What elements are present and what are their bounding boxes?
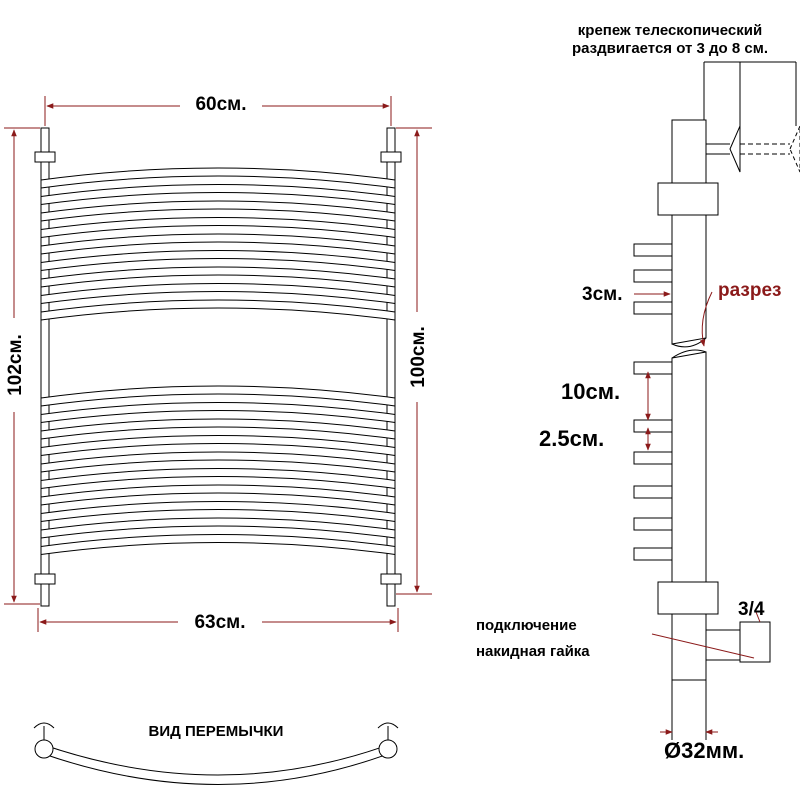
side-rung-7 (633, 485, 673, 499)
right-bottom-fitting (380, 573, 402, 585)
bracket-cone (729, 125, 741, 173)
rung-17 (40, 501, 396, 523)
dim-right-label: 100см. (408, 326, 429, 388)
side-rung-4 (633, 361, 673, 375)
left-post (40, 127, 50, 607)
side-rung-5 (633, 419, 673, 433)
side-rung-8 (633, 517, 673, 531)
jumper-right-hook (377, 722, 399, 729)
telescopic-label-1: крепеж телескопический (578, 22, 762, 39)
dim-diameter-label: Ø32мм. (664, 738, 744, 763)
dim-10cm-label: 10см. (561, 379, 620, 404)
rung-5 (40, 233, 396, 255)
section-arrow (699, 291, 713, 347)
jumper-view: ВИД ПЕРЕМЫЧКИ (33, 722, 399, 785)
side-rung-1 (633, 243, 673, 257)
thread-label: 3/4 (738, 599, 765, 620)
clamp-top (657, 182, 719, 216)
rung-19 (40, 534, 396, 556)
left-top-fitting (34, 151, 56, 163)
dim-bottom-label: 63см. (194, 612, 245, 633)
pipe-upper (671, 119, 707, 345)
jumper-right-fitting (378, 739, 398, 759)
dim-25cm-label: 2.5см. (539, 426, 604, 451)
dim-top-label: 60см. (195, 94, 246, 115)
rung-16 (40, 484, 396, 506)
jumper-label: ВИД ПЕРЕМЫЧКИ (149, 723, 284, 740)
rung-7 (40, 266, 396, 288)
thread-leader (755, 611, 761, 623)
connection-label-2: накидная гайка (476, 643, 590, 660)
rung-8 (40, 283, 396, 305)
rung-11 (40, 402, 396, 424)
rung-12 (40, 418, 396, 440)
bracket-cone-extended (789, 125, 800, 173)
dim-3cm-label: 3см. (582, 284, 622, 305)
front-view: 60см. 63см. 102см. 100см. (4, 94, 432, 633)
rung-6 (40, 250, 396, 272)
connection-leader (651, 633, 755, 659)
rung-9 (40, 299, 396, 321)
jumper-left-fitting (34, 739, 54, 759)
rung-3 (40, 200, 396, 222)
rung-4 (40, 217, 396, 239)
rung-10 (40, 385, 396, 407)
jumper-arc-outer (43, 744, 389, 776)
side-view: крепеж телескопический раздвигается от 3… (476, 22, 800, 763)
section-label: разрез (718, 280, 781, 301)
telescopic-label-2: раздвигается от 3 до 8 см. (572, 40, 768, 57)
rung-2 (40, 184, 396, 206)
right-top-fitting (380, 151, 402, 163)
side-rung-6 (633, 451, 673, 465)
side-rung-2 (633, 269, 673, 283)
rung-1 (40, 167, 396, 189)
union-nut (739, 621, 771, 663)
break-curve-bottom (671, 349, 707, 359)
side-rung-9 (633, 547, 673, 561)
jumper-left-hook (33, 722, 55, 729)
dim-left-label: 102см. (5, 334, 26, 396)
pipe-lower (671, 351, 707, 681)
rung-15 (40, 468, 396, 490)
rung-14 (40, 451, 396, 473)
right-post (386, 127, 396, 607)
jumper-arc-inner (43, 753, 389, 785)
rung-13 (40, 435, 396, 457)
side-rung-3 (633, 301, 673, 315)
left-bottom-fitting (34, 573, 56, 585)
side-rungs-group (633, 243, 673, 561)
connection-label-1: подключение (476, 617, 577, 634)
rung-18 (40, 517, 396, 539)
rungs-group (40, 167, 396, 556)
clamp-bottom (657, 581, 719, 615)
